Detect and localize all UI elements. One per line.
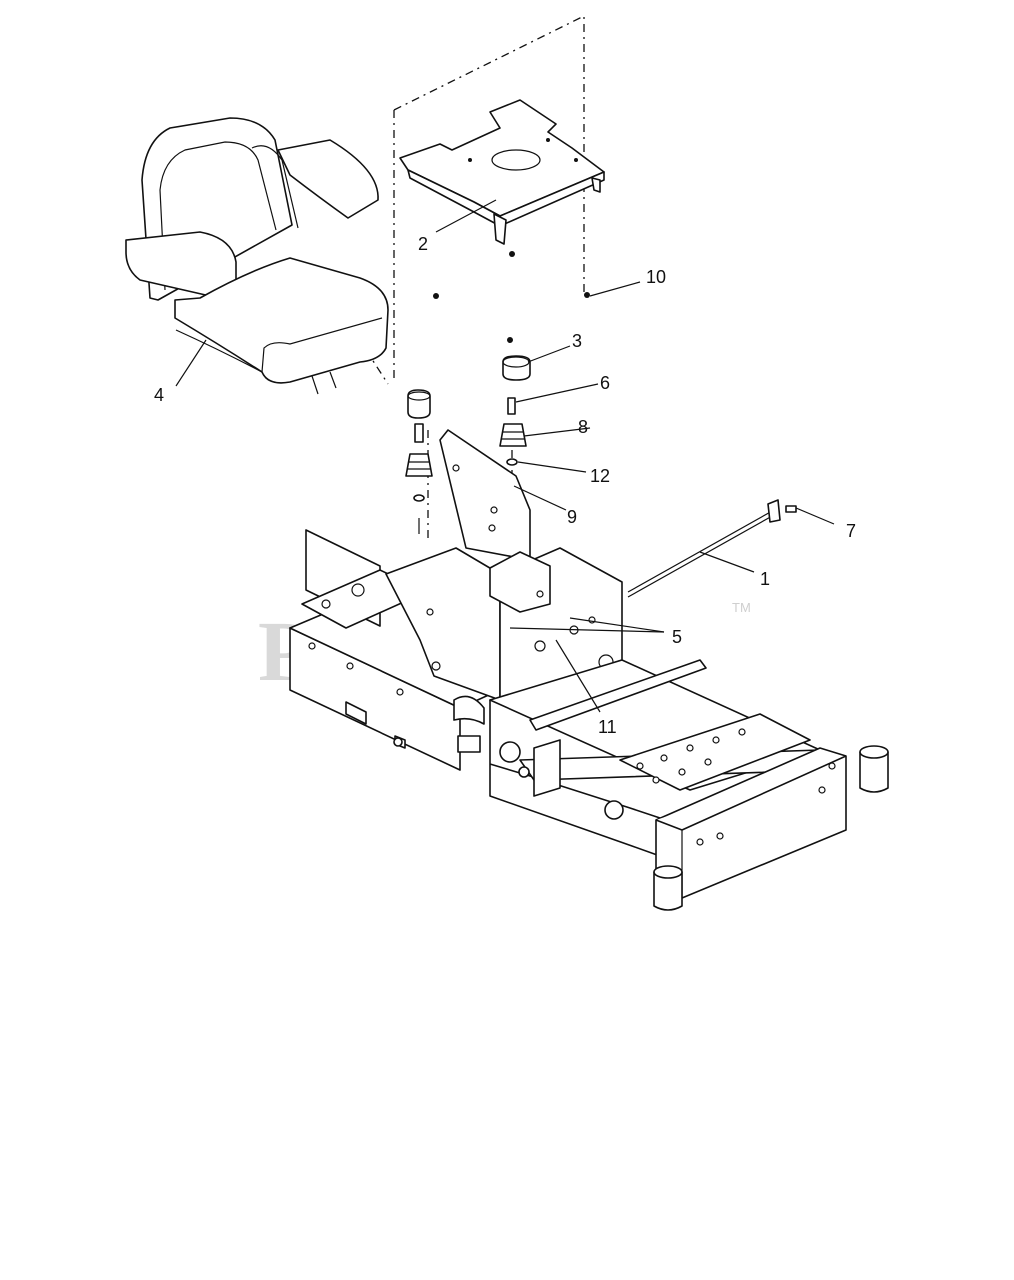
rod-part[interactable] (627, 499, 797, 598)
mower-frame-part[interactable] (289, 429, 889, 911)
callout-label-4: 4 (154, 385, 164, 405)
callout-labels: 1 2 3 4 5 6 7 8 9 10 11 12 (154, 234, 856, 737)
leader-lines (175, 199, 835, 713)
callout-label-1: 1 (760, 569, 770, 589)
seat-part[interactable] (125, 117, 389, 395)
callout-label-10: 10 (646, 267, 666, 287)
seat-pan-part[interactable] (399, 99, 605, 343)
callout-label-8: 8 (578, 417, 588, 437)
callout-label-6: 6 (600, 373, 610, 393)
callout-label-3: 3 (572, 331, 582, 351)
spring-stack-left[interactable] (405, 389, 433, 534)
callout-label-7: 7 (846, 521, 856, 541)
callout-label-12: 12 (590, 466, 610, 486)
watermark-trademark: TM (732, 600, 751, 615)
callout-label-11: 11 (598, 717, 617, 737)
callout-label-5: 5 (672, 627, 682, 647)
callout-label-9: 9 (567, 507, 577, 527)
callout-label-2: 2 (418, 234, 428, 254)
